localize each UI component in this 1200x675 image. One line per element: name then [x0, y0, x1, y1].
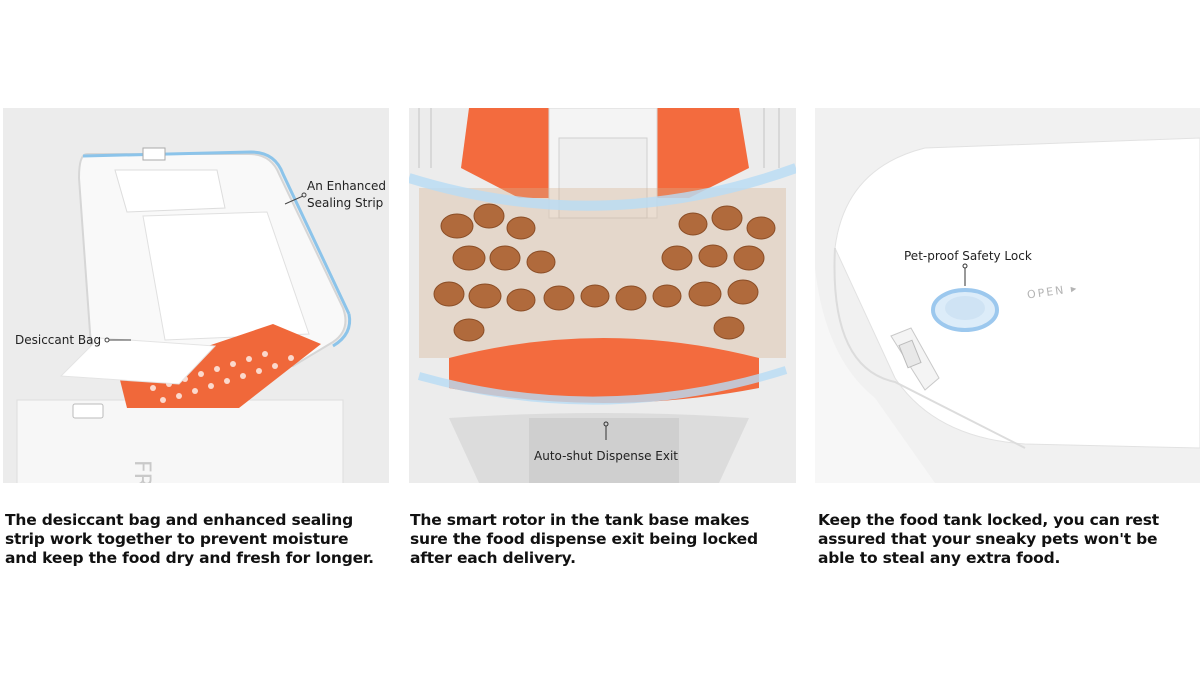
safety-lock-label: Pet-proof Safety Lock	[904, 249, 1032, 263]
desiccant-label: Desiccant Bag	[15, 333, 102, 347]
dispense-exit-label: Auto-shut Dispense Exit	[534, 449, 678, 463]
caption-desiccant: The desiccant bag and enhanced sealing s…	[5, 511, 374, 567]
panel-safety-lock: Pet-proof Safety Lock OPEN ▸	[815, 108, 1200, 483]
food-tank-illustration	[409, 108, 796, 483]
tank-lock-illustration	[815, 108, 1200, 483]
caption-lock: Keep the food tank locked, you can rest …	[818, 511, 1159, 567]
sealing-strip-label: An Enhanced Sealing Strip	[307, 179, 386, 210]
panel-rotor-exit: Auto-shut Dispense Exit	[409, 108, 796, 483]
feeder-lid-illustration: FR	[3, 108, 389, 483]
product-mark: FR	[129, 460, 154, 483]
panel-desiccant-seal: FR An Enhanced Sealing Strip Desiccant B…	[3, 108, 389, 483]
caption-rotor: The smart rotor in the tank base makes s…	[410, 511, 758, 567]
